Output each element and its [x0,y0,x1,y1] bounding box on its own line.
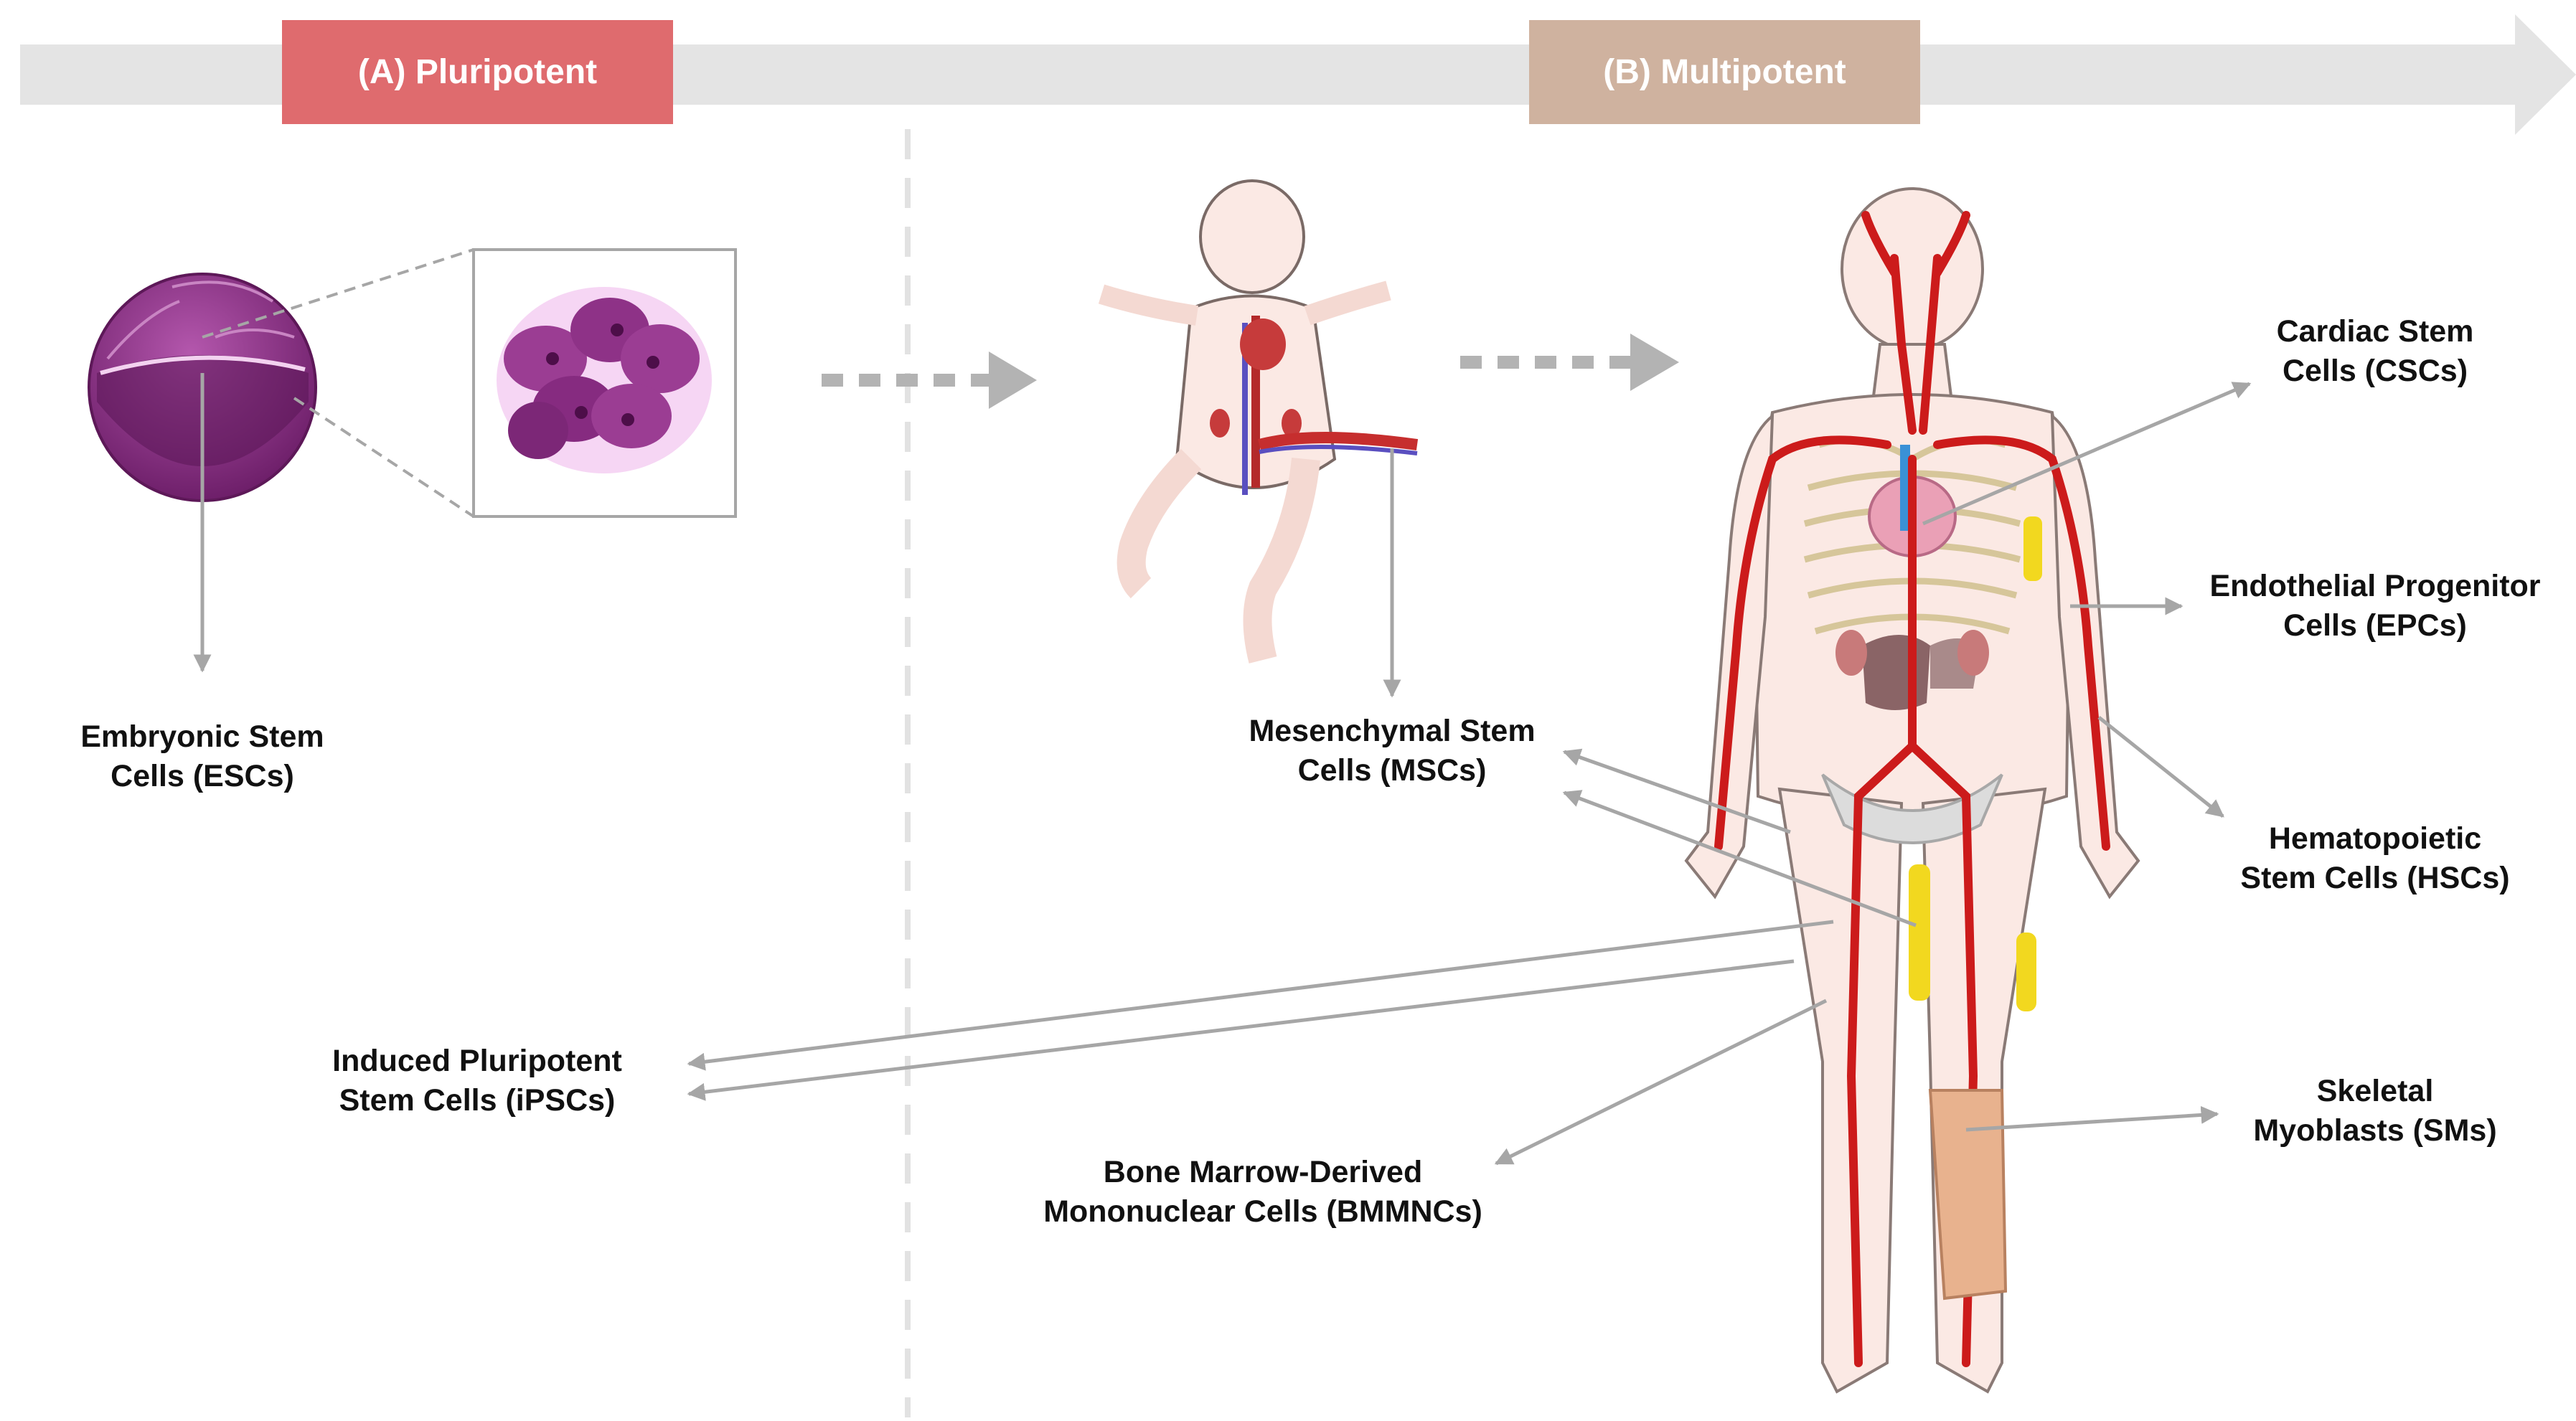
zoom-callout-lines [202,248,475,518]
label-bmmnc-line1: Bone Marrow-Derived [1103,1155,1423,1189]
bmmnc-connector [1494,999,1828,1166]
label-hsc-line2: Stem Cells (HSCs) [2240,861,2510,895]
csc-connector [1922,382,2252,526]
pluripotent-header-box [282,20,673,124]
label-sm-line1: Skeletal [2316,1074,2434,1108]
label-epc: Endothelial Progenitor Cells (EPCs) [2181,567,2569,646]
label-esc-line2: Cells (ESCs) [111,759,294,793]
ipsc-connector-2 [687,959,1795,1101]
label-hsc: Hematopoietic Stem Cells (HSCs) [2196,819,2554,898]
label-sm-line2: Myoblasts (SMs) [2253,1113,2497,1148]
label-esc: Embryonic Stem Cells (ESCs) [23,717,382,796]
label-csc: Cardiac Stem Cells (CSCs) [2196,312,2554,391]
msc-connector-body-1 [1562,748,1791,834]
infant-vessels [1210,316,1419,495]
label-csc-line1: Cardiac Stem [2276,314,2474,349]
label-msc: Mesenchymal Stem Cells (MSCs) [1198,712,1586,790]
multipotent-header: (B) Multipotent [1603,53,1846,91]
label-msc-line2: Cells (MSCs) [1297,753,1487,788]
label-sm: Skeletal Myoblasts (SMs) [2196,1072,2554,1151]
label-msc-line1: Mesenchymal Stem [1249,714,1536,748]
label-hsc-line1: Hematopoietic [2268,821,2482,856]
stem-cell-cluster [497,287,712,473]
label-bmmnc-line2: Mononuclear Cells (BMMNCs) [1043,1194,1482,1229]
msc-connector-body-2 [1562,790,1917,927]
adult-body-illustration [1684,187,2140,1394]
label-epc-line1: Endothelial Progenitor [2209,569,2541,603]
hsc-connector [2097,716,2224,818]
label-esc-line1: Embryonic Stem [80,719,324,754]
label-ipsc-line2: Stem Cells (iPSCs) [339,1083,616,1118]
label-csc-line2: Cells (CSCs) [2282,354,2468,388]
body-connectors [687,382,2252,1166]
label-ipsc-line1: Induced Pluripotent [332,1044,622,1078]
ipsc-connector-1 [687,920,1834,1071]
label-bmmnc: Bone Marrow-Derived Mononuclear Cells (B… [1001,1153,1525,1232]
label-ipsc: Induced Pluripotent Stem Cells (iPSCs) [280,1042,674,1120]
multipotent-header-box [1529,20,1920,124]
label-epc-line2: Cells (EPCs) [2283,608,2467,643]
pluripotent-header: (A) Pluripotent [357,53,598,91]
sm-connector [1965,1105,2219,1132]
progression-dash-arrow-2 [1460,334,1679,391]
progression-dash-arrow-1 [822,351,1037,409]
